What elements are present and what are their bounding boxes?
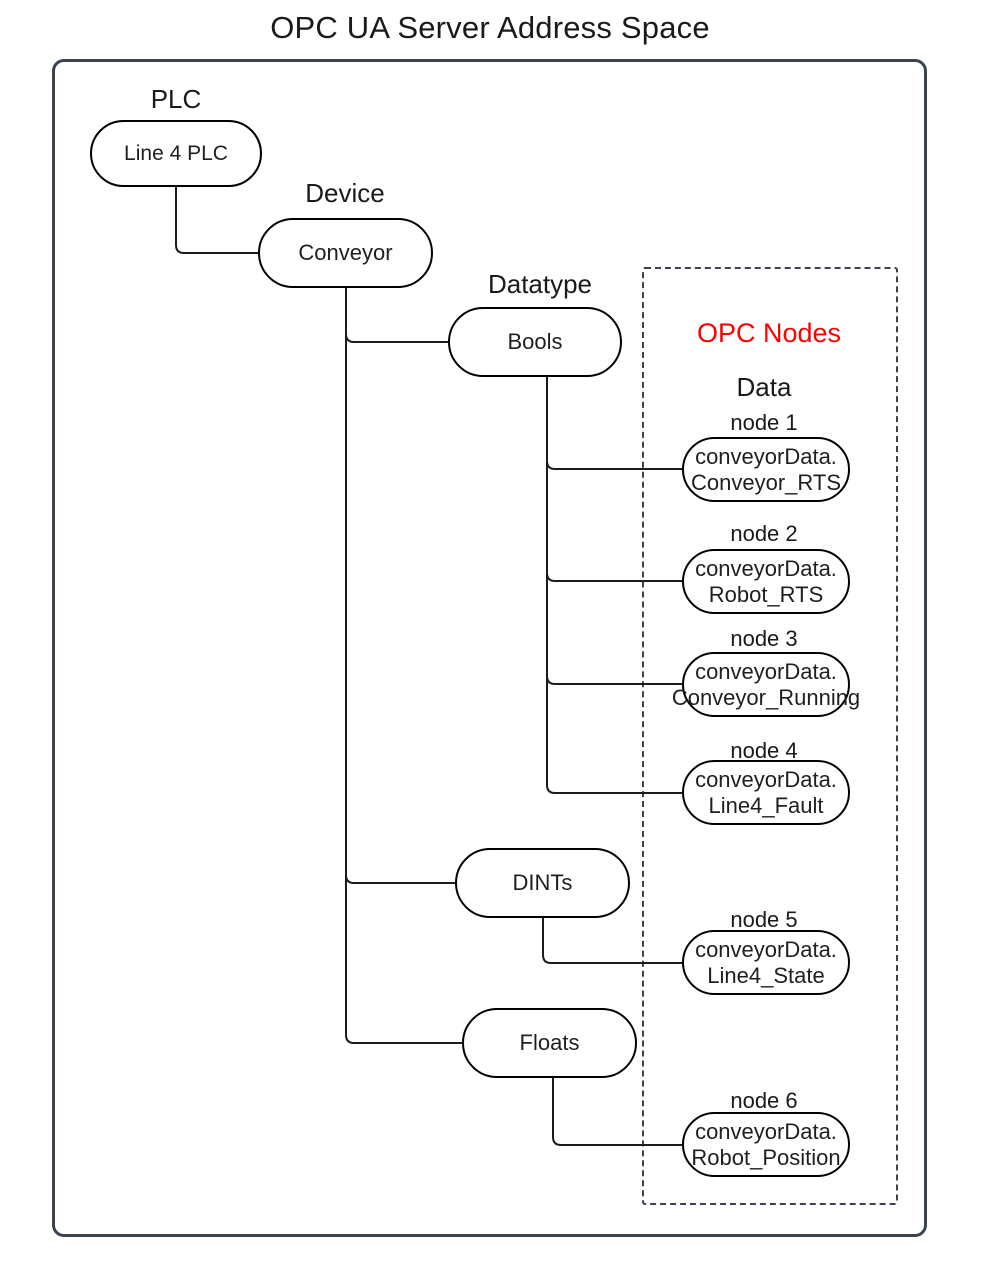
bools-pill: Bools — [448, 307, 622, 377]
node-1-pill: conveyorData. Conveyor_RTS — [682, 437, 850, 502]
node-2-text-line2: Robot_RTS — [708, 581, 824, 607]
connector-branch-node3 — [546, 675, 682, 685]
node-3-text-line2: Conveyor_Running — [671, 684, 861, 710]
node-2-text-line1: conveyorData. — [695, 555, 837, 581]
node-5-label: node 5 — [730, 907, 798, 932]
device-label: Device — [305, 178, 385, 208]
plc-node-text: Line 4 PLC — [124, 141, 228, 165]
node-4-pill: conveyorData. Line4_Fault — [682, 760, 850, 825]
outer-frame — [52, 59, 927, 1237]
connector-conveyor-trunk — [345, 288, 462, 1044]
node-1-label: node 1 — [730, 410, 798, 435]
floats-pill: Floats — [462, 1008, 637, 1078]
node-6-text-line2: Robot_Position — [691, 1144, 841, 1170]
node-4-text-line2: Line4_Fault — [708, 792, 824, 818]
node-3-label: node 3 — [730, 626, 798, 651]
connector-bools-trunk — [546, 377, 682, 794]
node-2-pill: conveyorData. Robot_RTS — [682, 549, 850, 614]
connector-floats-to-node6 — [552, 1078, 682, 1146]
node-1-text-line2: Conveyor_RTS — [691, 469, 841, 495]
node-4-text-line1: conveyorData. — [695, 766, 837, 792]
datatype-label: Datatype — [487, 269, 593, 299]
connector-branch-node2 — [546, 572, 682, 582]
node-2-label: node 2 — [730, 521, 798, 546]
node-3-pill: conveyorData. Conveyor_Running — [672, 652, 860, 717]
dints-text: DINTs — [512, 870, 573, 895]
dints-pill: DINTs — [455, 848, 630, 918]
node-4-label: node 4 — [730, 738, 798, 763]
conveyor-node-pill: Conveyor — [258, 218, 433, 288]
opc-nodes-panel — [642, 267, 898, 1205]
node-6-pill: conveyorData. Robot_Position — [682, 1112, 850, 1177]
node-6-text-line1: conveyorData. — [695, 1118, 837, 1144]
connector-branch-node1 — [546, 460, 682, 470]
data-label: Data — [736, 372, 792, 402]
node-3-text-line1: conveyorData. — [695, 658, 837, 684]
plc-node-pill: Line 4 PLC — [90, 120, 262, 187]
node-5-text-line1: conveyorData. — [695, 936, 837, 962]
node-1-text-line1: conveyorData. — [695, 443, 837, 469]
plc-label: PLC — [150, 84, 202, 114]
floats-text: Floats — [519, 1030, 580, 1055]
node-5-text-line2: Line4_State — [707, 962, 825, 988]
node-5-pill: conveyorData. Line4_State — [682, 930, 850, 995]
connector-branch-dints — [345, 874, 455, 884]
bools-text: Bools — [507, 329, 563, 354]
connector-branch-bools — [345, 333, 448, 343]
diagram-title: OPC UA Server Address Space — [270, 10, 710, 45]
opc-nodes-title: OPC Nodes — [696, 318, 842, 348]
conveyor-node-text: Conveyor — [298, 240, 393, 265]
node-6-label: node 6 — [730, 1088, 798, 1113]
connector-plc-to-conveyor — [175, 187, 258, 254]
connector-dints-to-node5 — [542, 918, 682, 964]
